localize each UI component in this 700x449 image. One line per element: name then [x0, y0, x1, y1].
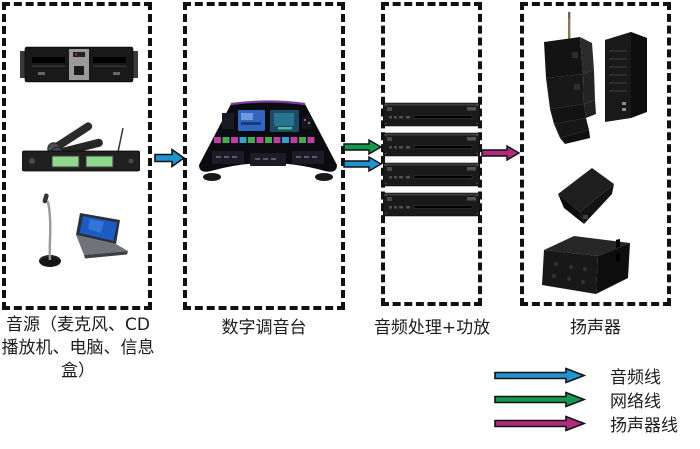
processor-amplifier-icon [383, 162, 480, 187]
subwoofer-icon [542, 236, 630, 294]
audio-line-arrow-icon [154, 147, 185, 169]
legend-row-audio-line: 音频线 [494, 363, 678, 388]
stage-label-sources: 音源（麦克风、CD播放机、电脑、信息盒） [1, 315, 155, 381]
legend-label-network-line: 网络线 [610, 391, 661, 412]
legend-label-audio-line: 音频线 [610, 367, 661, 388]
arrow-mixer-to-processing-network [343, 138, 382, 156]
audio-line-arrow-icon [494, 366, 586, 384]
line-array-speaker-icon [544, 12, 596, 144]
legend-row-network-line: 网络线 [494, 387, 678, 412]
arrow-mixer-to-processing-audio [343, 155, 382, 173]
legend: 音频线 网络线 扬声器线 [494, 363, 678, 436]
laptop-icon [76, 213, 128, 259]
arrow-sources-to-mixer [154, 147, 185, 169]
column-speaker-icon [605, 32, 647, 122]
processor-amplifier-icon [383, 132, 480, 157]
legend-label-speaker-line: 扬声器线 [610, 415, 678, 436]
stage-label-mixer: 数字调音台 [221, 318, 307, 338]
cd-player-icon [20, 46, 138, 83]
digital-mixing-console-icon [199, 100, 337, 181]
audio-line-arrow-icon [343, 155, 382, 173]
network-line-arrow-icon [494, 390, 586, 408]
legend-row-speaker-line: 扬声器线 [494, 411, 678, 436]
processor-amplifier-icon [383, 192, 480, 217]
stage-label-speakers: 扬声器 [570, 318, 621, 338]
stage-label-processing: 音频处理+功放 [373, 318, 491, 338]
wireless-microphones-icon [22, 122, 140, 172]
speaker-line-arrow-icon [481, 144, 520, 162]
arrow-processing-to-speakers [481, 144, 520, 162]
processor-amplifier-icon [383, 102, 480, 127]
network-line-arrow-icon [343, 138, 382, 156]
gooseneck-microphone-icon [39, 193, 61, 267]
stage-monitor-speaker-icon [558, 168, 614, 224]
speaker-line-arrow-icon [494, 414, 586, 432]
